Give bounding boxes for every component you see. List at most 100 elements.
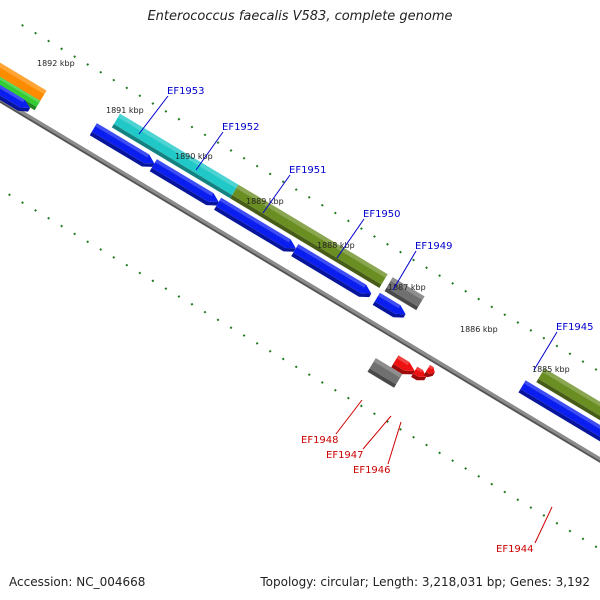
gene-red-side <box>391 363 415 375</box>
gene-olive-1 <box>232 184 388 285</box>
forward-tick <box>503 313 507 317</box>
reverse-tick <box>373 412 376 416</box>
reverse-tick <box>190 302 194 306</box>
reverse-gene-label: EF1948 <box>301 435 339 446</box>
forward-tick <box>555 344 559 348</box>
forward-tick <box>294 188 298 191</box>
reverse-tick <box>451 459 455 463</box>
gene-blue-side <box>291 252 372 298</box>
reverse-tick <box>203 310 207 314</box>
reverse-tick <box>594 545 598 549</box>
forward-tick <box>399 250 402 254</box>
forward-tick <box>125 86 129 90</box>
gene-olive-2-side <box>536 378 600 421</box>
gene-blue-left-side <box>0 95 31 112</box>
gene-grey-2-side <box>367 368 397 388</box>
reverse-tick <box>216 318 220 322</box>
reverse-tick <box>47 216 50 220</box>
reverse-tick <box>177 295 181 298</box>
reverse-tick <box>125 263 129 267</box>
forward-gene-label: EF1949 <box>415 241 453 252</box>
reverse-tick <box>73 232 77 236</box>
reverse-gene-label: EF1946 <box>353 465 391 476</box>
reverse-tick <box>8 193 11 197</box>
forward-tick <box>112 78 116 82</box>
forward-tick <box>412 258 415 262</box>
reverse-tick <box>438 451 441 455</box>
reverse-label-leader <box>534 506 553 544</box>
gene-red-highlight <box>428 365 434 370</box>
gene-blue-highlight <box>296 244 367 288</box>
gene-blue <box>520 380 600 437</box>
accession-label: Accession: NC_004668 <box>9 575 146 589</box>
gene-olive-1-side <box>230 195 382 288</box>
reverse-tick <box>477 474 481 478</box>
kbp-label: 1889 kbp <box>246 197 284 206</box>
forward-tick <box>320 203 324 207</box>
forward-tick <box>190 125 194 129</box>
reverse-tick <box>229 326 233 330</box>
kbp-label: 1888 kbp <box>317 241 355 250</box>
reverse-tick <box>307 373 311 377</box>
forward-tick <box>177 117 181 121</box>
forward-tick <box>255 164 259 168</box>
forward-tick <box>542 336 546 340</box>
kbp-label: 1891 kbp <box>106 106 144 115</box>
forward-label-leader <box>195 131 224 171</box>
forward-tick <box>281 180 285 184</box>
gene-red-highlight <box>415 366 423 373</box>
reverse-tick <box>164 287 168 291</box>
gene-grey-2-highlight <box>373 358 403 378</box>
reverse-tick <box>294 365 298 369</box>
gene-grey-2 <box>369 358 403 385</box>
kbp-label: 1890 kbp <box>175 152 213 161</box>
forward-label-leader <box>138 95 169 135</box>
forward-label-leader <box>336 218 365 259</box>
reverse-tick <box>542 514 546 517</box>
forward-tick <box>73 55 77 59</box>
gene-red-highlight <box>396 355 410 366</box>
forward-gene-label: EF1952 <box>222 122 260 133</box>
gene-blue-highlight <box>523 380 600 430</box>
reverse-tick <box>555 521 559 525</box>
reverse-tick <box>60 224 64 228</box>
gene-blue-side <box>372 301 406 318</box>
gene-blue-highlight <box>219 197 291 243</box>
forward-tick <box>242 156 246 160</box>
gene-olive-2 <box>538 368 600 416</box>
forward-tick <box>21 23 24 27</box>
forward-gene-label: EF1950 <box>363 209 401 220</box>
gene-green-highlight <box>0 76 41 103</box>
reverse-tick <box>399 428 402 431</box>
reverse-tick <box>242 334 246 337</box>
forward-tick <box>203 133 207 137</box>
forward-label-leader <box>392 250 417 291</box>
reverse-gene-label: EF1944 <box>496 544 534 555</box>
map-title: Enterococcus faecalis V583, complete gen… <box>147 9 453 24</box>
forward-tick <box>47 39 50 43</box>
kbp-label: 1892 kbp <box>37 59 75 68</box>
reverse-tick <box>516 498 520 502</box>
gene-blue-highlight <box>378 292 401 309</box>
forward-gene-label: EF1945 <box>556 322 594 333</box>
forward-tick <box>568 352 572 356</box>
reverse-tick <box>255 341 259 345</box>
reverse-tick <box>112 255 116 259</box>
reverse-label-leader <box>362 415 392 450</box>
forward-tick <box>229 149 233 152</box>
gene-blue-left-highlight <box>0 84 25 103</box>
reverse-tick <box>333 388 337 392</box>
gene-olive-1-highlight <box>236 184 388 278</box>
forward-tick <box>516 321 520 324</box>
forward-tick <box>268 172 272 176</box>
gene-blue-highlight <box>155 159 214 197</box>
backbone-shadow <box>0 97 600 463</box>
reverse-tick <box>86 240 90 244</box>
forward-tick <box>216 141 220 145</box>
kbp-label: 1887 kbp <box>388 283 426 292</box>
gene-cyan <box>113 113 239 195</box>
reverse-tick <box>21 201 24 204</box>
reverse-tick <box>490 482 494 486</box>
topology-label: Topology: circular; Length: 3,218,031 bp… <box>260 575 590 589</box>
